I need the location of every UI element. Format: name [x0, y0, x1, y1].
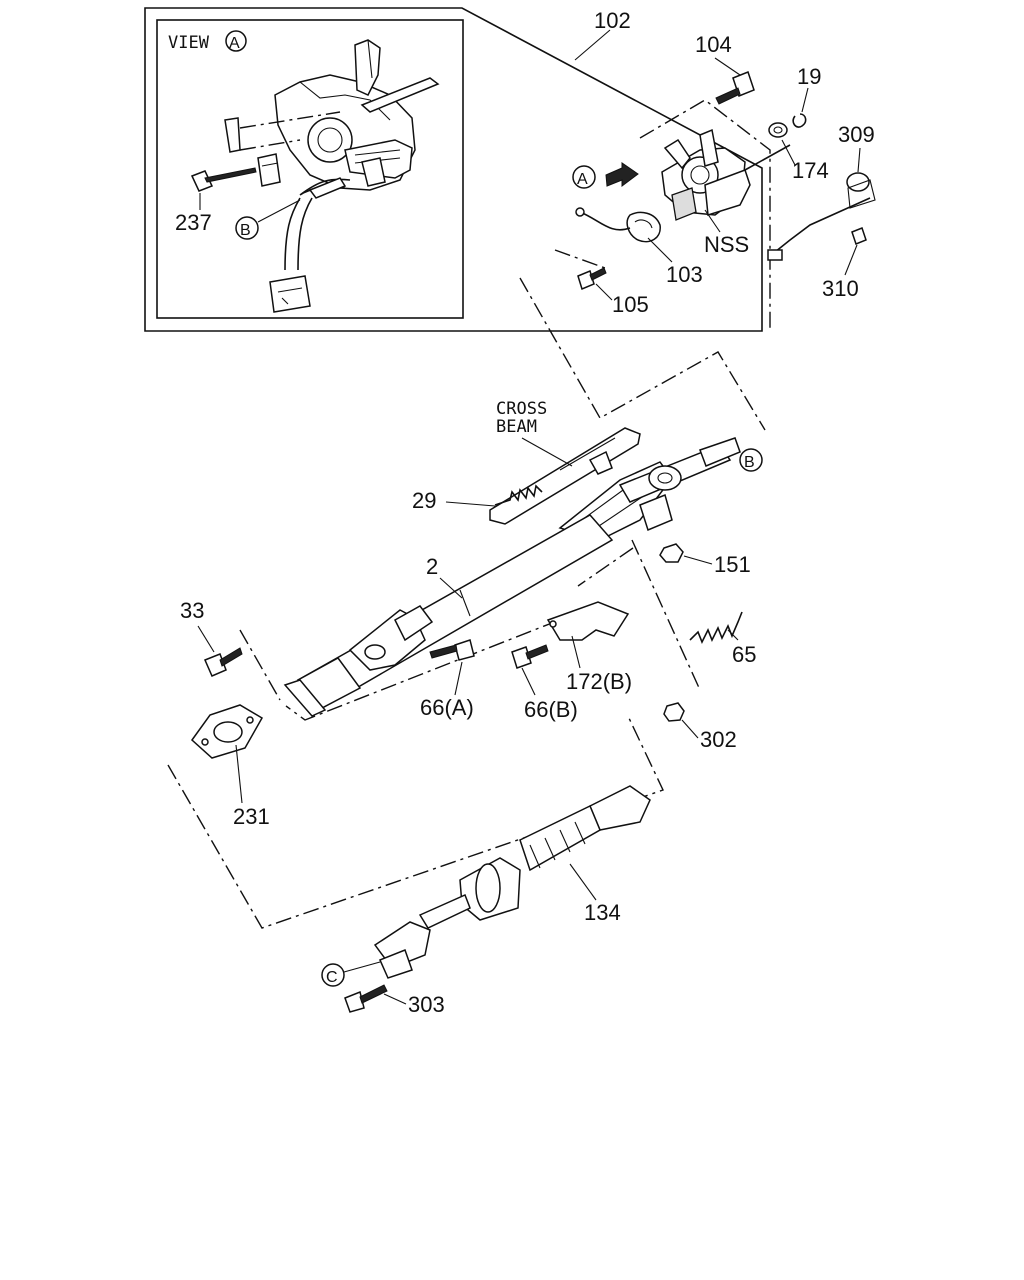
view-a-inset: VIEW A — [144, 7, 876, 332]
ref-c-circle — [321, 963, 345, 987]
callout-33: 33 — [180, 598, 204, 623]
inset-lock-housing-drawing — [190, 39, 440, 313]
ref-b-letter: B — [744, 454, 755, 471]
ref-b-inset-circle — [235, 216, 259, 240]
callout-29: 29 — [412, 488, 436, 513]
callout-174: 174 — [792, 158, 829, 183]
ref-a-letter: A — [577, 171, 588, 188]
ref-b-inset-letter: B — [240, 222, 251, 239]
view-ref-letter: A — [229, 35, 240, 52]
key-lock-assembly-drawing — [554, 71, 876, 330]
ref-a-circle — [572, 165, 596, 189]
callout-302: 302 — [700, 727, 737, 752]
cross-beam-label-line2: BEAM — [496, 417, 537, 437]
steering-column-drawing — [167, 277, 766, 1013]
ref-c-letter: C — [326, 969, 338, 986]
callout-231: 231 — [233, 804, 270, 829]
callout-66b: 66(B) — [524, 697, 578, 722]
view-title: VIEW — [168, 33, 210, 53]
view-ref-circle — [225, 30, 247, 52]
callout-310: 310 — [822, 276, 859, 301]
callout-19: 19 — [797, 64, 821, 89]
cross-beam-label-line1: CROSS — [496, 399, 547, 419]
callout-105: 105 — [612, 292, 649, 317]
callout-303: 303 — [408, 992, 445, 1017]
ref-b-circle — [739, 448, 763, 472]
callout-104: 104 — [695, 32, 732, 57]
callout-172b: 172(B) — [566, 669, 632, 694]
callout-65: 65 — [732, 642, 756, 667]
callout-237: 237 — [175, 210, 212, 235]
callout-134: 134 — [584, 900, 621, 925]
inset-outer-frame — [144, 7, 763, 332]
callout-151: 151 — [714, 552, 751, 577]
callout-66a: 66(A) — [420, 695, 474, 720]
callout-102: 102 — [594, 8, 631, 33]
callout-nss: NSS — [704, 232, 749, 257]
callout-309: 309 — [838, 122, 875, 147]
callout-103: 103 — [666, 262, 703, 287]
inset-inner-frame — [156, 19, 464, 319]
callout-2: 2 — [426, 554, 438, 579]
